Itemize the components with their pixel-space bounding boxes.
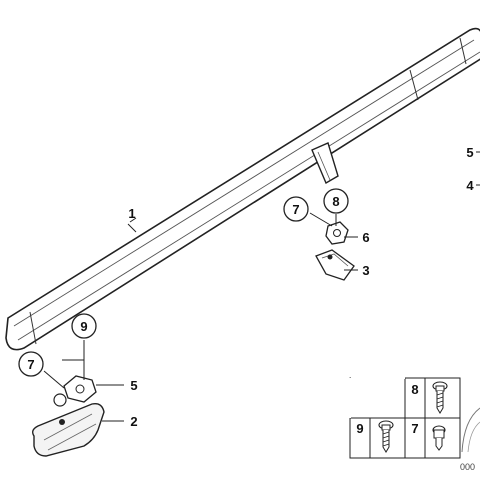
table-cell-9: 9 [356,421,363,436]
part-callouts: 1 6 3 5 2 5 4 [128,145,474,429]
lower-cover [31,402,105,457]
callout-cover-upper: 3 [362,263,369,278]
roof-rail [5,27,480,351]
circle-upper-right-label: 8 [332,194,339,209]
screw-8-icon [432,381,448,414]
circle-callouts: 7 8 7 9 [18,188,349,377]
circle-lower-left-label: 7 [27,357,34,372]
callout-cover-lower: 2 [130,414,137,429]
fastener-table: 8 9 7 [349,377,480,459]
callout-clip-upper: 6 [362,230,369,245]
callout-clip-lower: 5 [130,378,137,393]
reference-number: 000 [460,462,475,472]
circle-lower-left [18,351,44,377]
callout-clip-far: 5 [466,145,473,160]
leader-lines [43,151,480,422]
upper-clip [325,221,349,245]
table-cell-7: 7 [411,421,418,436]
callout-cover-far: 4 [466,178,474,193]
screw-9-icon [378,420,394,453]
circle-lower-top [71,313,97,339]
circle-upper-left-label: 7 [292,202,299,217]
lower-clip [53,375,97,407]
circle-upper-right [323,188,349,214]
table-cell-8: 8 [411,382,418,397]
circle-lower-top-label: 9 [80,319,87,334]
callout-rail-main: 1 [128,206,135,221]
screw-7-icon [432,425,446,451]
circle-upper-left [283,196,309,222]
upper-cover [315,249,355,281]
car-outline-icon [461,407,480,453]
